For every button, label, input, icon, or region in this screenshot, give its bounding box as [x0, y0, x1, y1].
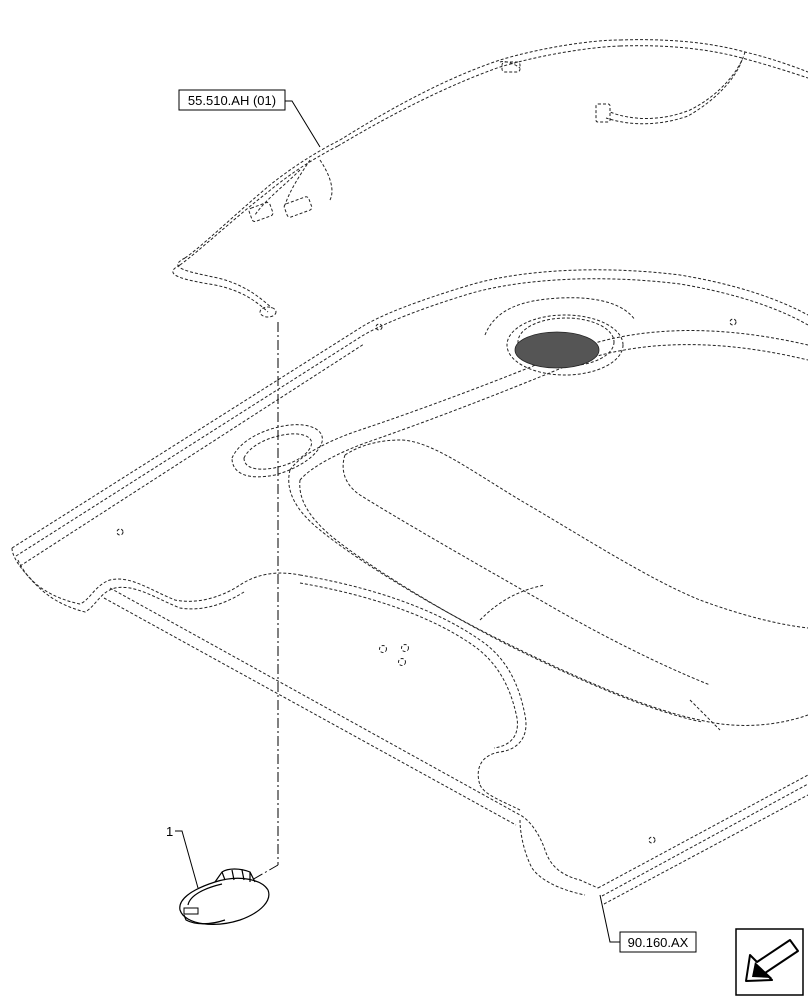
item-number-label: 1	[166, 824, 173, 839]
panel-ref-label: 90.160.AX	[628, 935, 689, 950]
harness-leader	[285, 100, 321, 148]
next-page-arrow-icon[interactable]	[735, 928, 804, 996]
alignment-centerline-end	[251, 864, 279, 881]
panel-leader	[599, 894, 620, 943]
item-leader	[175, 830, 199, 889]
panel-ref-callout[interactable]: 90.160.AX	[619, 931, 697, 953]
headliner-panel	[11, 269, 808, 905]
wire-harness	[172, 39, 808, 318]
harness-ref-callout[interactable]: 55.510.AH (01)	[178, 89, 286, 111]
harness-ref-label: 55.510.AH (01)	[188, 93, 276, 108]
vent-grille	[514, 331, 600, 369]
dome-lamp-part	[179, 868, 270, 925]
